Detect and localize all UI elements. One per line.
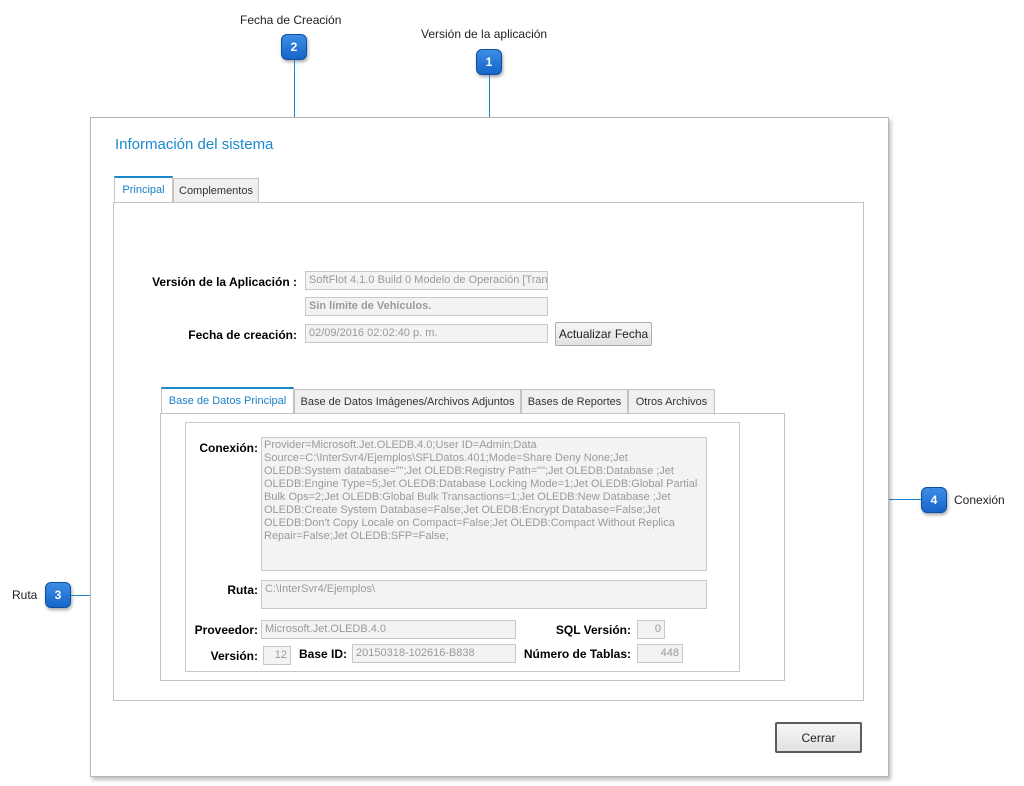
close-button[interactable]: Cerrar (775, 722, 862, 753)
version-label: Versión: (210, 649, 258, 663)
tab-base-datos-principal[interactable]: Base de Datos Principal (161, 387, 294, 413)
update-date-button[interactable]: Actualizar Fecha (555, 322, 652, 346)
proveedor-label: Proveedor: (194, 623, 258, 637)
tab-bases-reportes[interactable]: Bases de Reportes (521, 389, 628, 413)
ruta-label: Ruta: (227, 583, 258, 597)
callout-label-version-app: Versión de la aplicación (421, 27, 548, 41)
ruta-field[interactable]: C:\InterSvr4/Ejemplos\ (261, 580, 707, 609)
conexion-label: Conexión: (199, 441, 258, 455)
version-app-field[interactable]: SoftFlot 4.1.0 Build 0 Modelo de Operaci… (305, 271, 548, 290)
callout-badge-2: 2 (281, 34, 307, 60)
conexion-field[interactable]: Provider=Microsoft.Jet.OLEDB.4.0;User ID… (261, 437, 707, 571)
tab-complementos[interactable]: Complementos (173, 178, 259, 202)
system-info-window: Información del sistema Principal Comple… (90, 117, 889, 777)
callout-badge-3: 3 (45, 582, 71, 608)
base-id-label: Base ID: (299, 647, 348, 661)
callout-badge-4: 4 (921, 487, 947, 513)
sql-version-field[interactable]: 0 (637, 620, 665, 639)
callout-label-conexion: Conexión (954, 493, 1005, 507)
vehicles-field[interactable]: Sin límite de Vehículos. (305, 297, 548, 316)
fecha-creacion-label: Fecha de creación: (188, 328, 297, 342)
tab-base-datos-imagenes[interactable]: Base de Datos Imágenes/Archivos Adjuntos (294, 389, 521, 413)
version-field[interactable]: 12 (263, 646, 291, 665)
window-title: Información del sistema (115, 136, 274, 153)
base-id-field[interactable]: 20150318-102616-B838 (352, 644, 516, 663)
fecha-creacion-field[interactable]: 02/09/2016 02:02:40 p. m. (305, 324, 548, 343)
numero-tablas-field[interactable]: 448 (637, 644, 683, 663)
tab-principal[interactable]: Principal (114, 176, 173, 202)
numero-tablas-label: Número de Tablas: (523, 647, 631, 661)
tab-otros-archivos[interactable]: Otros Archivos (628, 389, 715, 413)
sql-version-label: SQL Versión: (555, 623, 631, 637)
callout-badge-1: 1 (476, 49, 502, 75)
version-app-label: Versión de la Aplicación : (152, 275, 297, 289)
proveedor-field[interactable]: Microsoft.Jet.OLEDB.4.0 (261, 620, 516, 639)
callout-label-fecha-creacion: Fecha de Creación (240, 13, 342, 27)
principal-panel: Versión de la Aplicación : SoftFlot 4.1.… (113, 202, 864, 701)
callout-label-ruta: Ruta (12, 588, 38, 602)
db-details-group: Conexión: Provider=Microsoft.Jet.OLEDB.4… (185, 422, 740, 672)
db-principal-panel: Conexión: Provider=Microsoft.Jet.OLEDB.4… (160, 413, 785, 681)
